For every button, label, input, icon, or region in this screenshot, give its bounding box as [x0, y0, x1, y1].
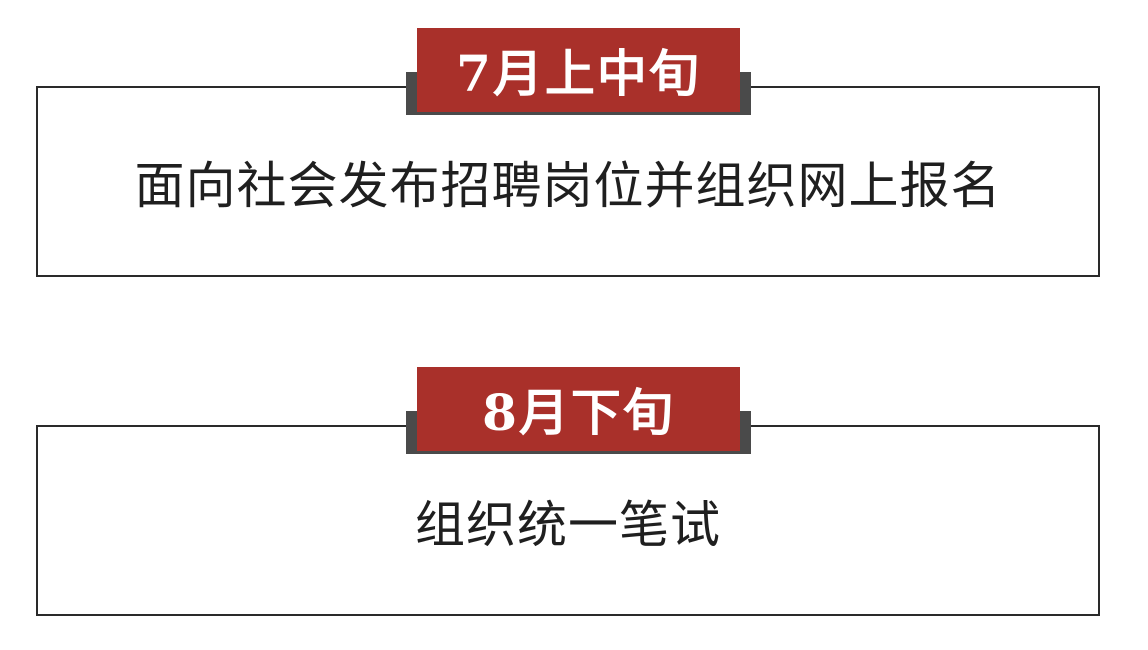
date-tag: 7月上中旬: [417, 28, 740, 112]
date-tag: 8月下旬: [417, 367, 740, 451]
step-description: 面向社会发布招聘岗位并组织网上报名: [134, 156, 1002, 215]
date-label: 7月上中旬: [456, 44, 701, 103]
date-label: 8月下旬: [482, 383, 675, 442]
step-description: 组织统一笔试: [415, 495, 721, 554]
step-box: 面向社会发布招聘岗位并组织网上报名: [36, 86, 1100, 277]
step-box: 组织统一笔试: [36, 425, 1100, 616]
